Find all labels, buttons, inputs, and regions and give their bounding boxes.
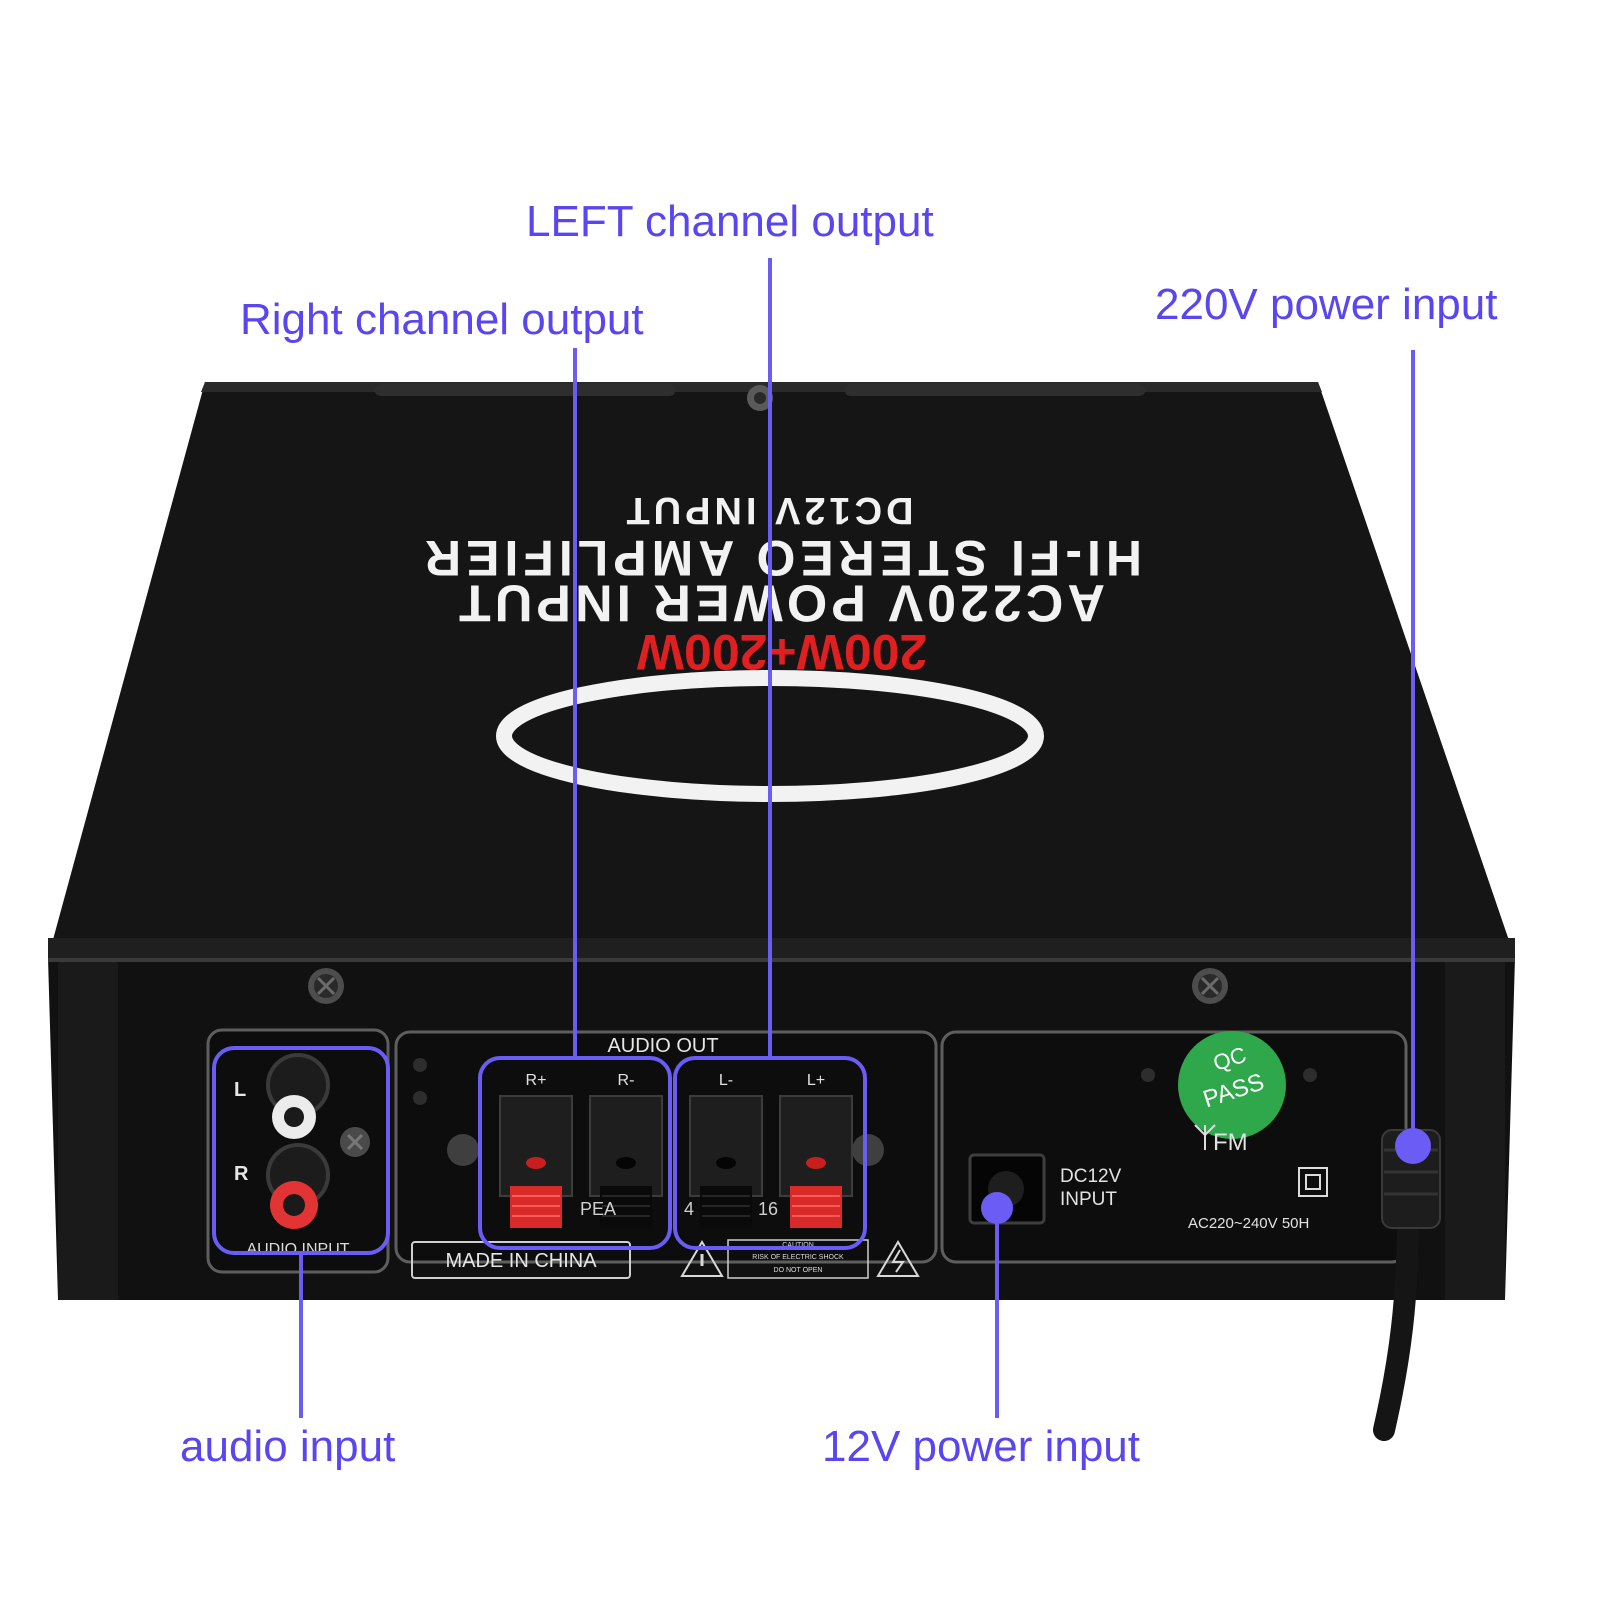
- ac-rating-label: AC220~240V 50H: [1188, 1215, 1309, 1232]
- terminal-label: L+: [807, 1072, 825, 1089]
- speaker-terminal-Lplus[interactable]: [779, 1095, 853, 1228]
- terminal-label: L-: [719, 1072, 733, 1089]
- terminal-label: R-: [618, 1072, 635, 1089]
- rear-screw-right: [1192, 968, 1228, 1004]
- rca-right-label: R: [234, 1163, 249, 1185]
- power-12v-input-callout: 12V power input: [822, 1422, 1140, 1471]
- terminal-label: R+: [526, 1072, 547, 1089]
- chassis-top: [48, 382, 1515, 958]
- speaker-terminal-Rplus[interactable]: [499, 1095, 573, 1228]
- impedance-fragment: 4: [684, 1199, 694, 1219]
- made-in-china-label: MADE IN CHINA: [445, 1250, 597, 1272]
- top-line1-print: AC220V POWER INPUT: [455, 573, 1105, 631]
- top-vent-left: [375, 384, 675, 396]
- warning-triangle-icon: [680, 1240, 724, 1277]
- rca-jack-left[interactable]: [266, 1053, 330, 1139]
- terminal-screw-right: [852, 1134, 884, 1166]
- fm-antenna-icon: [1194, 1124, 1216, 1150]
- rear-left-side: [58, 962, 118, 1300]
- power-panel: [940, 1030, 1408, 1264]
- rca-jack-right[interactable]: [266, 1143, 330, 1229]
- made-in-china-plate: [411, 1241, 631, 1279]
- rca-left-label: L: [234, 1079, 246, 1101]
- double-insulation-icon: [1298, 1167, 1328, 1197]
- left-channel-output-callout: LEFT channel output: [526, 197, 934, 246]
- terminal-screw-left: [447, 1134, 479, 1166]
- dc-12v-label: DC12V: [1060, 1166, 1122, 1187]
- right-channel-output-callout: Right channel output: [240, 295, 644, 344]
- top-vent-right: [845, 384, 1145, 396]
- power-cord: [1373, 1201, 1419, 1441]
- dc-input-label: INPUT: [1060, 1189, 1117, 1210]
- marker-12v: [981, 1192, 1013, 1224]
- top-line2-print: HI-FI STEREO AMPLIFIER: [420, 530, 1142, 586]
- marker-220v: [1395, 1128, 1431, 1164]
- speaker-terminal-Lminus[interactable]: [689, 1095, 763, 1228]
- qc-pass-badge: QC PASS: [1178, 1031, 1286, 1139]
- caution-title: CAUTION: [782, 1242, 814, 1249]
- caution-line2: DO NOT OPEN: [774, 1267, 823, 1274]
- speaker-terminal-Rminus[interactable]: [589, 1095, 663, 1228]
- audio-input-callout: audio input: [180, 1422, 396, 1471]
- speaker-fragment: PEA: [580, 1199, 616, 1219]
- audio-input-screw: [340, 1127, 370, 1157]
- power-220v-input-callout: 220V power input: [1155, 280, 1498, 329]
- audio-out-label: AUDIO OUT: [607, 1035, 718, 1057]
- caution-plate: [727, 1239, 869, 1279]
- audio-input-panel-label: AUDIO INPUT: [246, 1241, 349, 1258]
- impedance-fragment-2: 16: [758, 1199, 778, 1219]
- speaker-terminal-block: R+ R- L- L+: [499, 1072, 853, 1228]
- fm-label: FM: [1213, 1129, 1248, 1156]
- electric-shock-icon: [876, 1240, 920, 1277]
- rear-screw-left: [308, 968, 344, 1004]
- caution-line1: RISK OF ELECTRIC SHOCK: [752, 1254, 844, 1261]
